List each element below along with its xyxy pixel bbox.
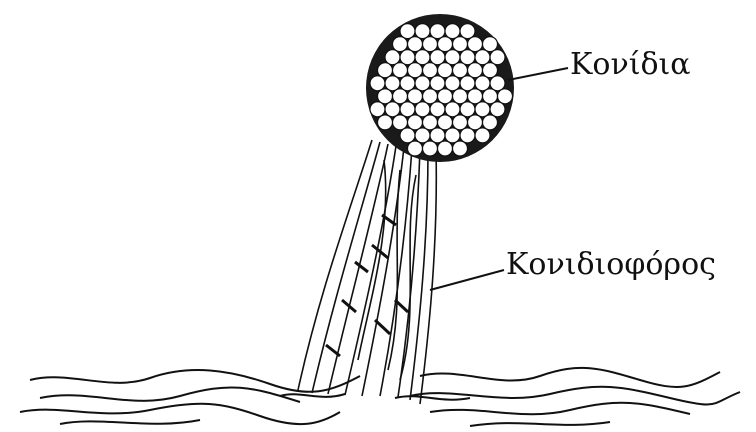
conidium-cell bbox=[385, 102, 400, 117]
conidium-cell bbox=[475, 128, 490, 143]
conidium-cell bbox=[483, 63, 498, 78]
conidium-cell bbox=[453, 63, 468, 78]
conidium-cell bbox=[408, 141, 423, 156]
conidium-cell bbox=[438, 37, 453, 52]
conidium-cell bbox=[445, 102, 460, 117]
conidium-cell bbox=[468, 63, 483, 78]
conidium-cell bbox=[393, 37, 408, 52]
conidium-cell bbox=[468, 37, 483, 52]
conidium-cell bbox=[423, 63, 438, 78]
conidia-label: Κονίδια bbox=[570, 50, 691, 80]
conidium-cell bbox=[423, 141, 438, 156]
conidium-cell bbox=[400, 128, 415, 143]
conidium-cell bbox=[453, 37, 468, 52]
conidium-cell bbox=[378, 115, 393, 130]
conidium-cell bbox=[423, 37, 438, 52]
conidium-cell bbox=[460, 102, 475, 117]
conidium-cell bbox=[400, 102, 415, 117]
substrate-hyphae bbox=[20, 368, 740, 426]
conidium-cell bbox=[453, 141, 468, 156]
conidium-cell bbox=[460, 128, 475, 143]
conidium-cell bbox=[430, 102, 445, 117]
conidium-cell bbox=[475, 102, 490, 117]
conidium-cell bbox=[430, 128, 445, 143]
conidia-leader-line bbox=[508, 68, 568, 80]
conidium-cell bbox=[408, 37, 423, 52]
conidium-cell bbox=[415, 128, 430, 143]
conidium-cell bbox=[438, 141, 453, 156]
conidium-cell bbox=[483, 37, 498, 52]
conidium-cell bbox=[370, 102, 385, 117]
conidium-cell bbox=[445, 128, 460, 143]
conidia-head bbox=[366, 14, 514, 162]
conidium-cell bbox=[415, 102, 430, 117]
conidium-cell bbox=[490, 102, 505, 117]
conidium-cell bbox=[393, 63, 408, 78]
conidium-cell bbox=[438, 63, 453, 78]
conidiophore-leader-line bbox=[430, 270, 504, 290]
conidium-cell bbox=[408, 63, 423, 78]
conidiophore-label: Κονιδιοφόρος bbox=[506, 250, 716, 280]
conidium-cell bbox=[378, 63, 393, 78]
